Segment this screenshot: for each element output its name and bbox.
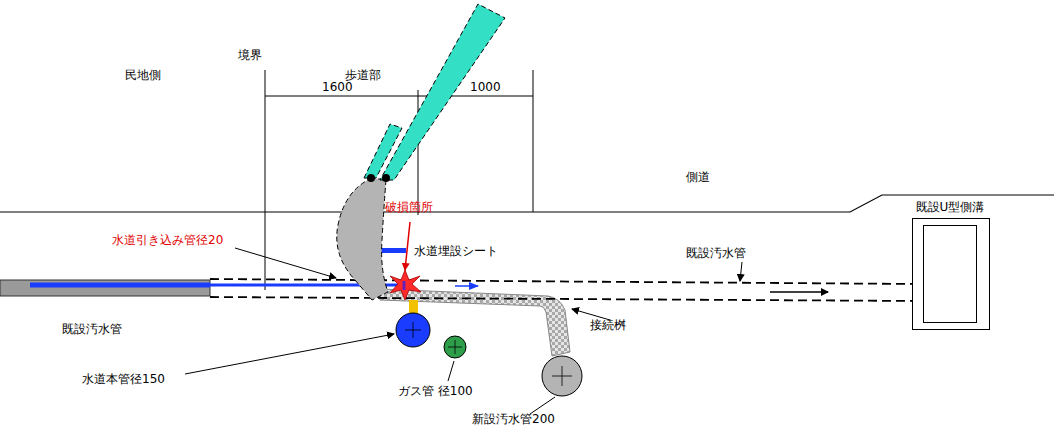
label-text: 破損箇所: [385, 200, 433, 214]
node-label: 既設U型側溝: [912, 200, 988, 214]
label-text: 水道本管径150: [82, 372, 165, 386]
label-text: 水道埋設シート: [414, 244, 498, 258]
label-text: 1000: [470, 80, 501, 94]
ditch-outline: [912, 218, 990, 330]
label-text: 水道引き込み管径20: [112, 233, 223, 247]
ditch-inner: [923, 225, 977, 323]
label-text: 接続桝: [590, 318, 626, 332]
label-text: 既設汚水管: [62, 322, 122, 336]
label-text: 新設汚水管200: [472, 412, 555, 426]
label-text: ガス管 径100: [398, 384, 473, 398]
label-text: 境界: [238, 48, 262, 62]
label-text: 側道: [686, 170, 710, 184]
label-text: 1600: [322, 80, 353, 94]
label-text: 民地側: [125, 68, 161, 82]
label-text: 既設汚水管: [686, 246, 746, 260]
label-text: 歩道部: [343, 68, 383, 82]
u-ditch: 既設U型側溝: [912, 200, 988, 330]
